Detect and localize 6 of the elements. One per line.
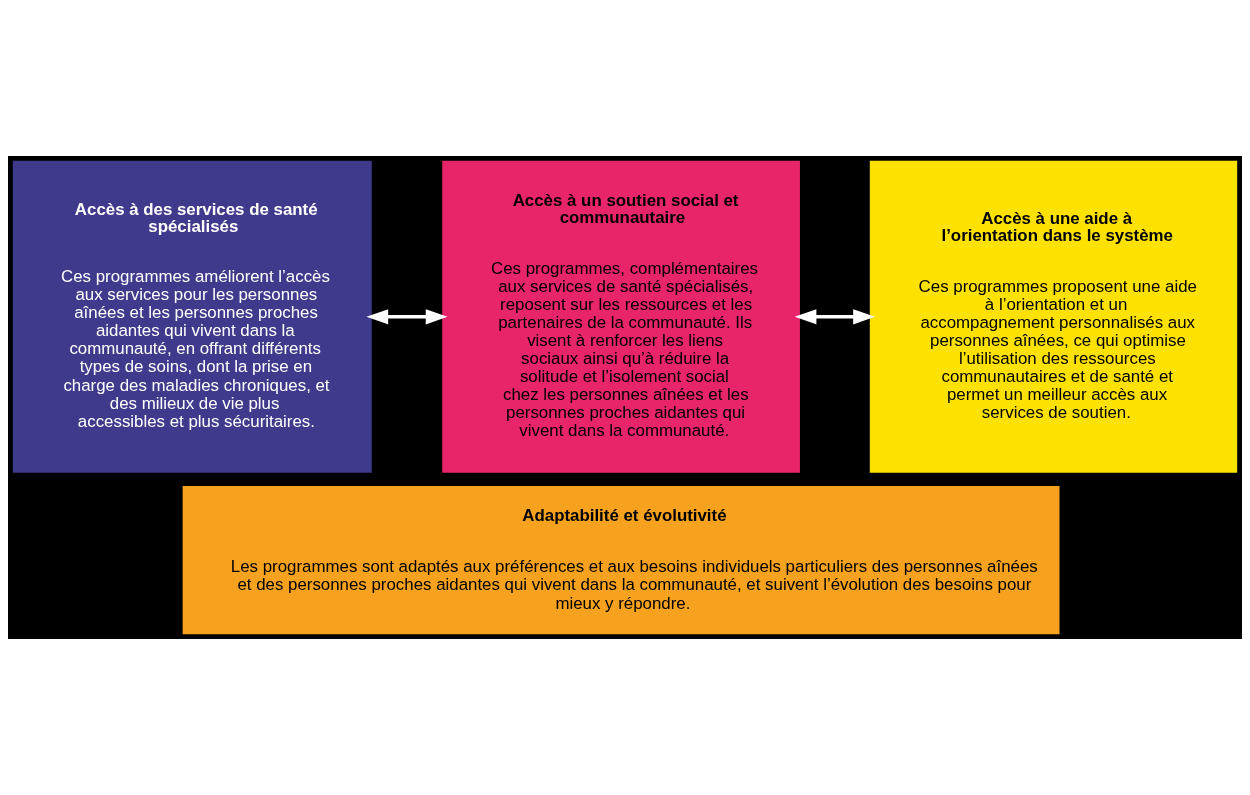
node-box: Accès à une aide à l’orientation dans le système Ces programmes proposent une aide à l’orientation et un accompagnement personnalisés aux personnes aînées, ce qui optimise l’utilisation des ressources communautaires et de santé et permet un meilleur accès aux services de soutien. [869,160,1238,473]
node-box: Accès à des services de santé spécialisés Ces programmes améliorent l’accès aux services pour les personnes aînées et les personnes proches aidantes qui vivent dans la communauté, en offrant différents types de soins, dont la prise en charge des maladies chroniques, et des milieux de vie plus accessibles et plus sécuritaires. [12,160,372,473]
arrow [794,309,875,325]
arrow [366,309,448,325]
node-box: Adaptabilité et évolutivité Les programmes sont adaptés aux préférences et aux besoins individuels particuliers des personnes aînées et des personnes proches aidantes qui vivent dans la communauté, et suivent l’évolution des besoins pour mieux y répondre. [182,486,1060,635]
node-box: Accès à un soutien social et communautaire Ces programmes, complémentaires aux services de santé spécialisés, reposent sur les ressources et les partenaires de la communauté. Ils visent à renforcer les liens sociaux ainsi qu’à réduire la solitude et l’isolement social chez les personnes aînées et les personnes proches aidantes qui vivent dans la communauté. [442,160,800,473]
